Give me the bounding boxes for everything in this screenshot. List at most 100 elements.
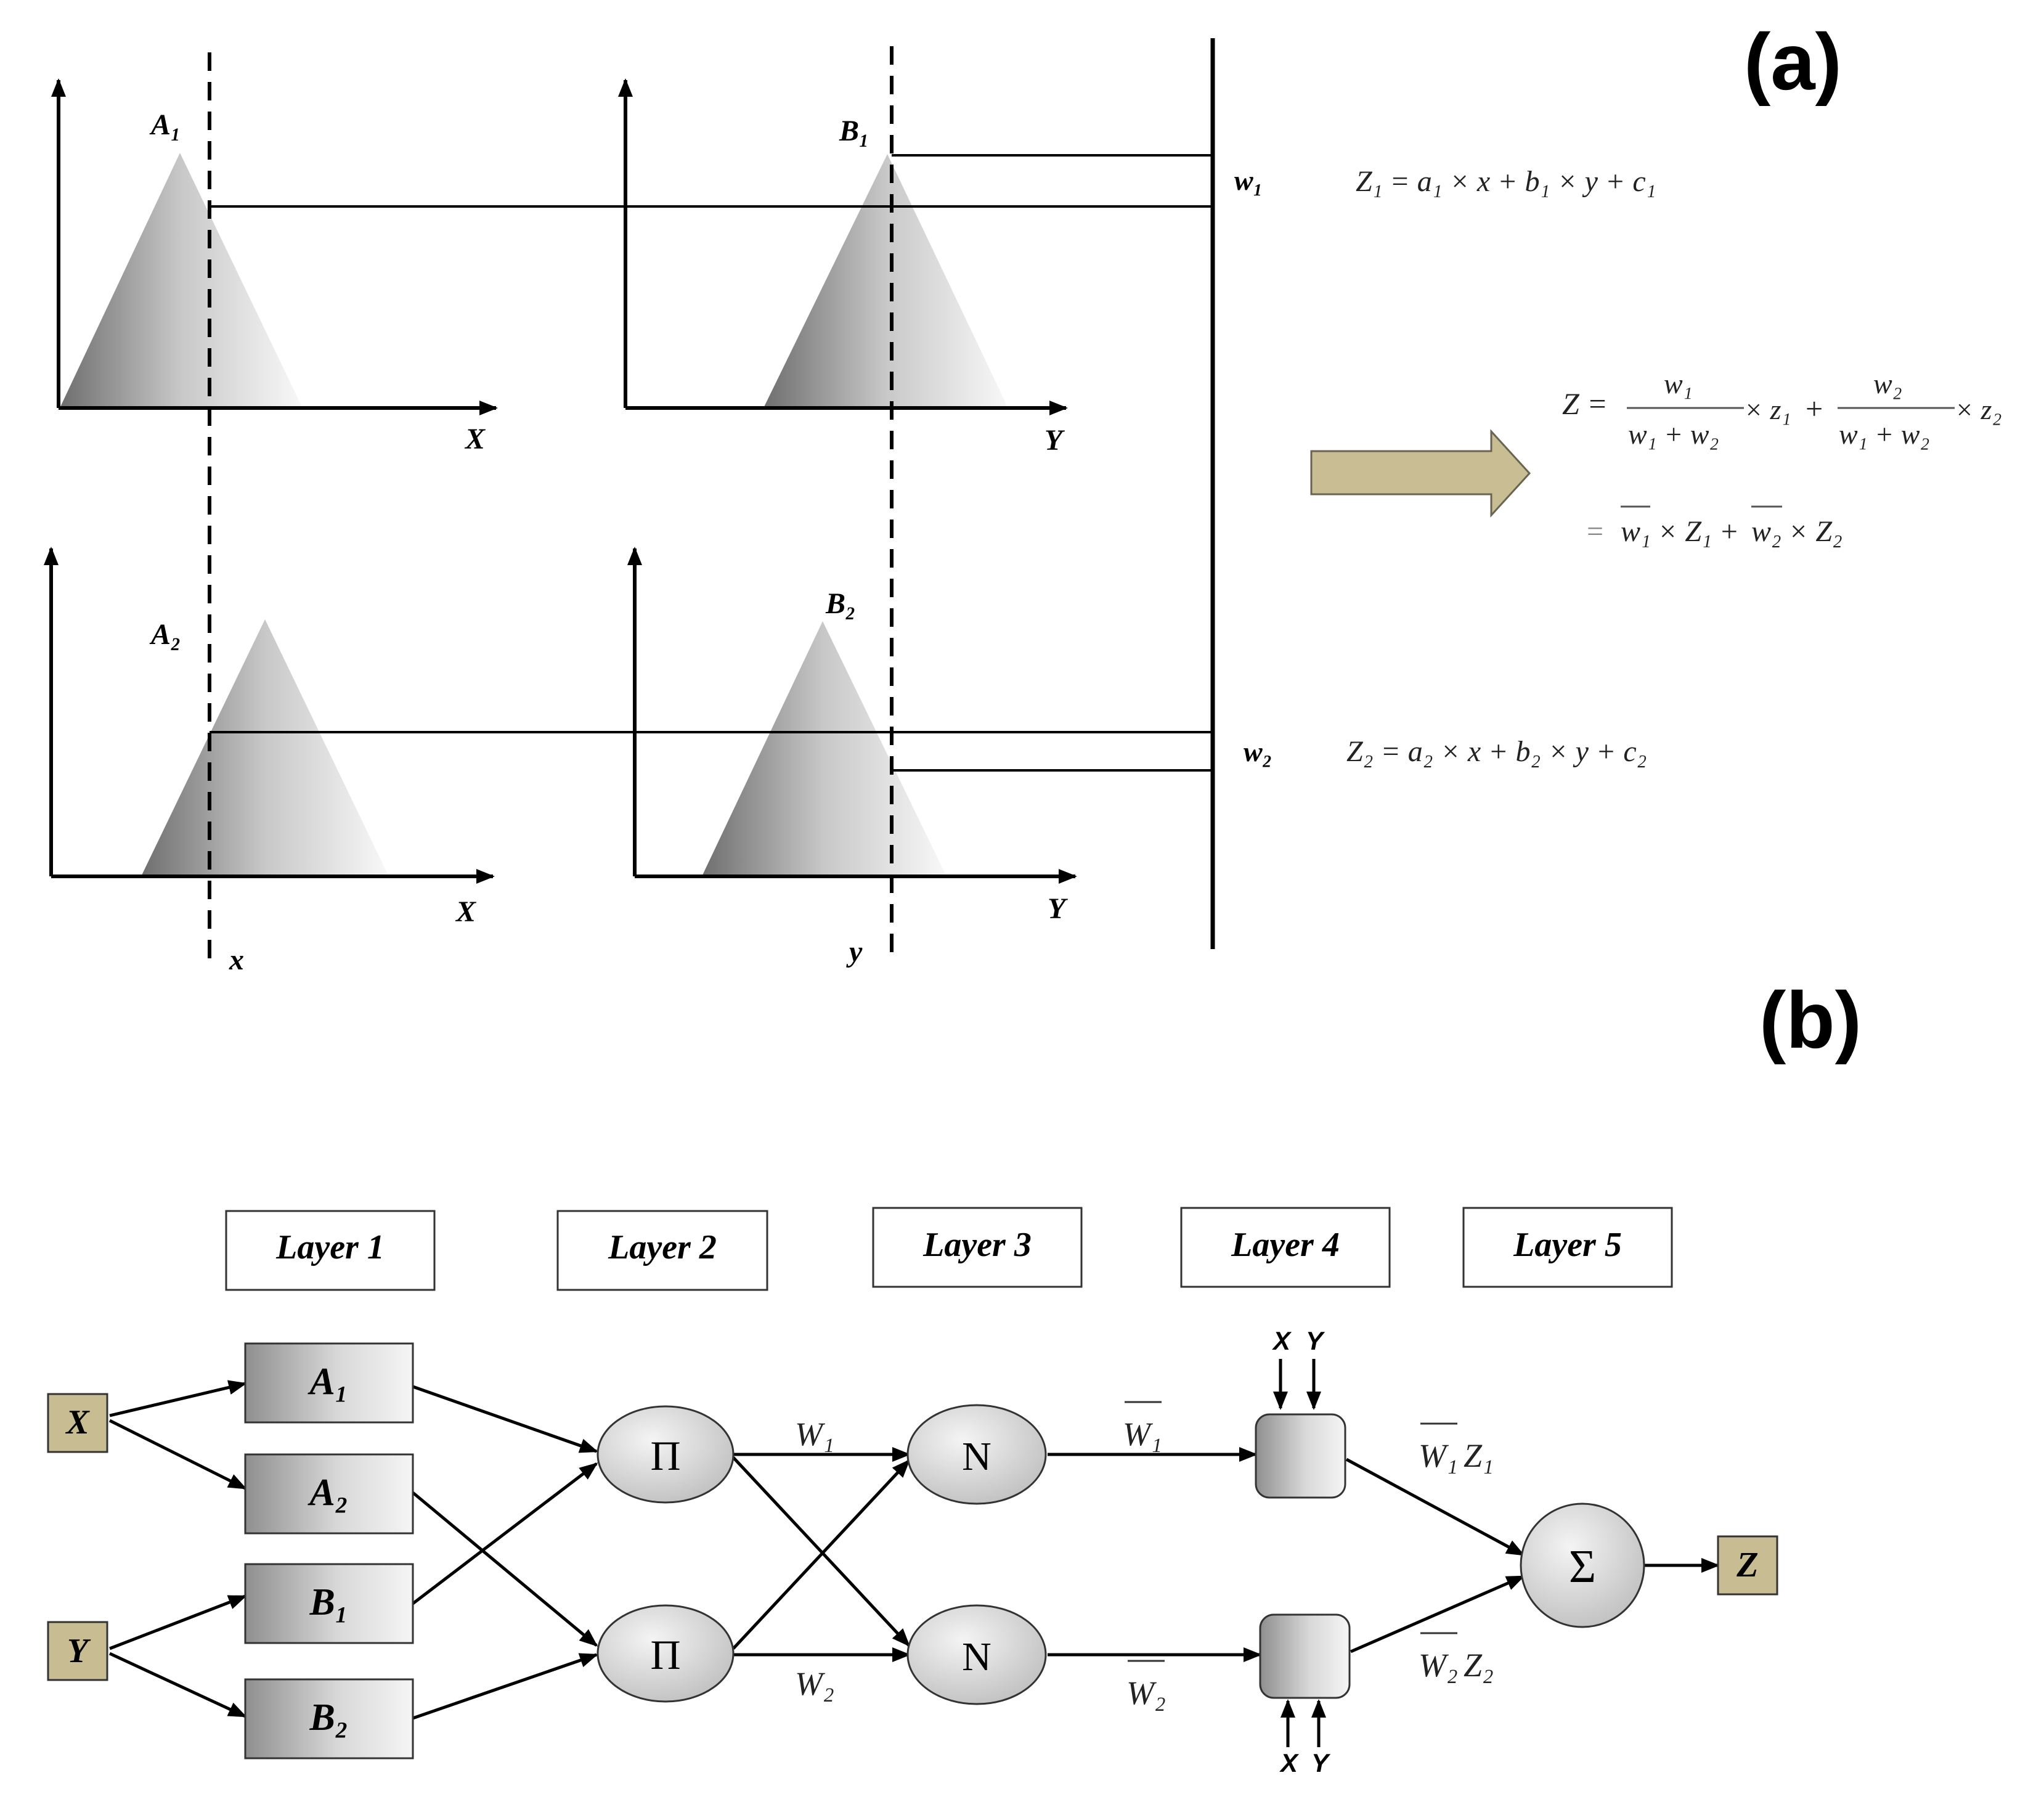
rule-node-2 xyxy=(1259,1613,1351,1699)
output-formula: Z = w₁ w₁ + w₂ × z₁ + w₂ w₁ + w₂ × z₂ = … xyxy=(1562,368,2001,548)
product-node-2-label: Π xyxy=(650,1631,680,1678)
network-edges xyxy=(108,1359,1720,1747)
formula-line2-mid: × Z₁ + xyxy=(1658,515,1739,548)
layer-4-box xyxy=(1180,1207,1391,1288)
mf-b2-axis-label: Y xyxy=(1048,892,1068,925)
y-input-label: y xyxy=(846,936,863,968)
edge-x-a1 xyxy=(109,1380,247,1417)
mf-node-a1-label: A₁ xyxy=(307,1361,349,1403)
input-x-label: X xyxy=(65,1403,90,1441)
mf-b1-axis-label: Y xyxy=(1044,424,1065,457)
formula-plus: + xyxy=(1806,391,1823,426)
edge-label-wz2-w: W₂ xyxy=(1419,1647,1458,1684)
panel-b-label: (b) xyxy=(1759,975,1862,1065)
mf-b1-label: B₁ xyxy=(839,115,869,147)
mf-plot-a1: A₁ X xyxy=(51,78,498,455)
edge-label-wz1-w: W₁ xyxy=(1419,1437,1458,1474)
edge-label-w2: W₂ xyxy=(795,1665,834,1702)
mf-plot-a2: A₂ X xyxy=(44,547,495,928)
edge-y-b1 xyxy=(109,1594,247,1650)
panel-a-label: (a) xyxy=(1744,17,1842,107)
layer-1-box xyxy=(225,1210,436,1291)
product-node-1-label: Π xyxy=(650,1432,680,1479)
layer-3-box xyxy=(872,1207,1083,1288)
formula-times-z1: × z₁ xyxy=(1744,394,1791,425)
rule-z2-formula: Z₂ = a₂ × x + b₂ × y + c₂ xyxy=(1346,735,1647,768)
norm-node-2-label: N xyxy=(962,1634,991,1679)
mf-node-a1 xyxy=(244,1342,414,1424)
input-y-label: Y xyxy=(67,1632,91,1670)
weight-w2: w₂ xyxy=(1244,736,1272,767)
output-z-node xyxy=(1717,1535,1778,1596)
output-z-label: Z xyxy=(1736,1544,1758,1584)
layer-2-label: Layer 2 xyxy=(608,1228,717,1266)
edge-labels: W₁ W₂ W₁ W₂ W₁ Z₁ W₂ Z₂ xyxy=(795,1401,1494,1711)
mf-a2-axis-label: X xyxy=(455,895,476,928)
edge-label-wbar2: W₂ xyxy=(1126,1674,1166,1711)
mf-a1-axis-label: X xyxy=(464,423,486,455)
product-node-2 xyxy=(597,1604,735,1703)
edge-rule1-sum xyxy=(1345,1458,1525,1557)
mf-b2-label: B₂ xyxy=(825,587,856,620)
mf-a2-triangle xyxy=(142,619,388,875)
edge-label-wz2-z: Z₂ xyxy=(1464,1647,1494,1684)
layer-3-label: Layer 3 xyxy=(922,1226,1032,1264)
formula-times-z2: × z₂ xyxy=(1955,394,2001,425)
formula-lhs: Z = xyxy=(1562,386,1608,421)
mf-node-b2 xyxy=(244,1678,414,1759)
edge-a2-pi2 xyxy=(412,1491,598,1647)
mf-b1-triangle xyxy=(764,154,1008,407)
mf-b2-triangle xyxy=(702,621,946,875)
mf-a2-label: A₂ xyxy=(149,618,181,651)
edge-b2-pi2 xyxy=(412,1653,598,1720)
formula-line2-end: × Z₂ xyxy=(1788,515,1842,548)
layer-headers: Layer 1 Layer 2 Layer 3 Layer 4 Layer 5 xyxy=(225,1207,1673,1291)
mf-node-a2 xyxy=(244,1453,414,1535)
edge-label-wz1-z: Z₁ xyxy=(1464,1437,1494,1474)
mf-node-b1-label: B₁ xyxy=(309,1581,349,1623)
formula-line2-w1: w₁ xyxy=(1621,515,1651,548)
edge-y-b2 xyxy=(108,1652,247,1718)
input-y-node xyxy=(47,1621,108,1681)
edge-pi1-n2 xyxy=(732,1456,911,1647)
edge-label-w1: W₁ xyxy=(795,1416,834,1453)
formula-den1: w₁ + w₂ xyxy=(1628,418,1719,450)
sum-node-label: Σ xyxy=(1569,1541,1596,1592)
mf-node-b1 xyxy=(244,1563,414,1644)
edge-x-a2 xyxy=(108,1419,247,1490)
norm-node-1 xyxy=(906,1404,1047,1505)
formula-den2: w₁ + w₂ xyxy=(1839,418,1929,450)
rule-node-1 xyxy=(1255,1413,1346,1499)
x-input-label: x xyxy=(229,944,244,976)
edge-a1-pi1 xyxy=(412,1385,598,1453)
panel-a: (a) A₁ X B₁ Y A₂ X xyxy=(44,17,2001,976)
rule-z1-formula: Z₁ = a₁ × x + b₁ × y + c₁ xyxy=(1356,165,1656,198)
panel-b: (b) Layer 1 Layer 2 Layer 3 Layer 4 Laye… xyxy=(47,975,1862,1777)
rule2-input-x: X xyxy=(1279,1748,1300,1777)
mf-node-a2-label: A₂ xyxy=(307,1472,349,1514)
mf-plot-b2: B₂ Y xyxy=(627,547,1077,925)
mf-plot-b1: B₁ Y xyxy=(618,78,1068,457)
rule2-input-y: Y xyxy=(1311,1748,1331,1777)
rule1-input-x: X xyxy=(1272,1326,1292,1355)
aggregation-arrow xyxy=(1310,429,1531,518)
edge-b1-pi1 xyxy=(412,1462,598,1605)
layer-4-label: Layer 4 xyxy=(1231,1226,1340,1264)
mf-a1-triangle xyxy=(60,153,302,407)
sum-node xyxy=(1520,1502,1645,1628)
edge-rule2-sum xyxy=(1350,1575,1525,1653)
norm-node-1-label: N xyxy=(962,1434,991,1479)
formula-line2-w2: w₂ xyxy=(1751,515,1781,548)
layer-2-box xyxy=(556,1210,768,1291)
product-node-1 xyxy=(597,1405,735,1504)
mf-node-b2-label: B₂ xyxy=(309,1697,349,1739)
norm-node-2 xyxy=(906,1604,1047,1705)
edge-pi2-n1 xyxy=(732,1459,911,1650)
input-x-node xyxy=(47,1393,108,1453)
rule1-input-y: Y xyxy=(1306,1326,1325,1355)
layer-5-label: Layer 5 xyxy=(1513,1226,1622,1264)
formula-num2: w₂ xyxy=(1873,368,1902,399)
weight-w1: w₁ xyxy=(1234,165,1263,196)
formula-line2-eq: = xyxy=(1587,515,1603,548)
